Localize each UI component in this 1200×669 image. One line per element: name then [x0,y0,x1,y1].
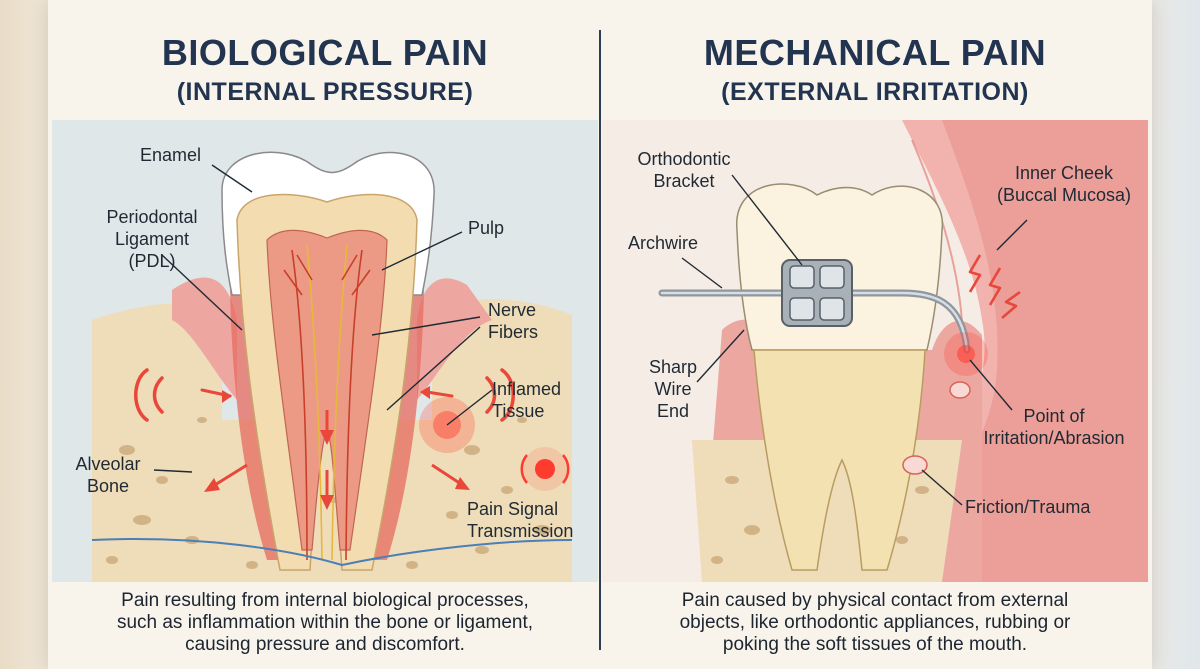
label-inflamed-tissue: Inflamed Tissue [492,379,562,421]
pain-signal-icon [520,447,570,491]
leader-lines [681,174,1028,506]
panel-divider [599,30,601,650]
pressure-arrow-icon [134,368,515,422]
mechanical-pain-title: MECHANICAL PAIN [703,32,1047,73]
gum-tissue [172,277,237,400]
biological-pain-title: BIOLOGICAL PAIN [161,32,489,73]
tooth-root [753,349,926,571]
mechanical-pain-panel: MECHANICAL PAIN (EXTERNAL IRRITATION) [602,0,1148,669]
bone-texture [106,416,551,569]
label-inner-cheek: Inner Cheek (Buccal Mucosa) [996,163,1132,205]
label-friction-trauma: Friction/Trauma [965,497,1091,517]
nerve-fibers [91,244,573,567]
mechanical-pain-illustration: Orthodontic Bracket Archwire Sharp Wire … [602,120,1148,582]
biological-pain-panel: BIOLOGICAL PAIN (INTERNAL PRESSURE) [52,0,598,669]
label-periodontal-ligament: Periodontal Ligament (PDL) [106,207,198,271]
braces-diagram [658,120,1148,582]
label-point-of-irritation: Point of Irritation/Abrasion [983,406,1125,448]
label-pulp: Pulp [468,218,505,238]
biological-pain-caption: Pain resulting from internal biological … [116,590,534,655]
biological-pain-subtitle: (INTERNAL PRESSURE) [176,78,474,106]
pulp-chamber [266,229,388,551]
mechanical-pain-caption: Pain caused by physical contact from ext… [679,590,1071,655]
orthodontic-bracket [781,259,853,327]
biological-pain-illustration: Enamel Periodontal Ligament (PDL) Pulp N… [52,120,598,582]
leader-lines [153,164,493,473]
mechanical-pain-subtitle: (EXTERNAL IRRITATION) [721,78,1029,106]
pdl-band [230,290,287,560]
label-alveolar-bone: Alveolar Bone [75,454,141,496]
label-nerve-fibers: Nerve Fibers [488,300,539,342]
abrasion-sores [902,381,971,475]
label-pain-signal-transmission: Pain Signal Transmission [467,499,574,541]
label-sharp-wire-end: Sharp Wire End [648,357,698,421]
label-archwire: Archwire [628,233,699,253]
tooth-anatomy-diagram [91,151,573,582]
lightning-bolt-icon [968,254,1021,319]
label-orthodontic-bracket: Orthodontic Bracket [637,149,731,191]
label-enamel: Enamel [140,145,202,165]
